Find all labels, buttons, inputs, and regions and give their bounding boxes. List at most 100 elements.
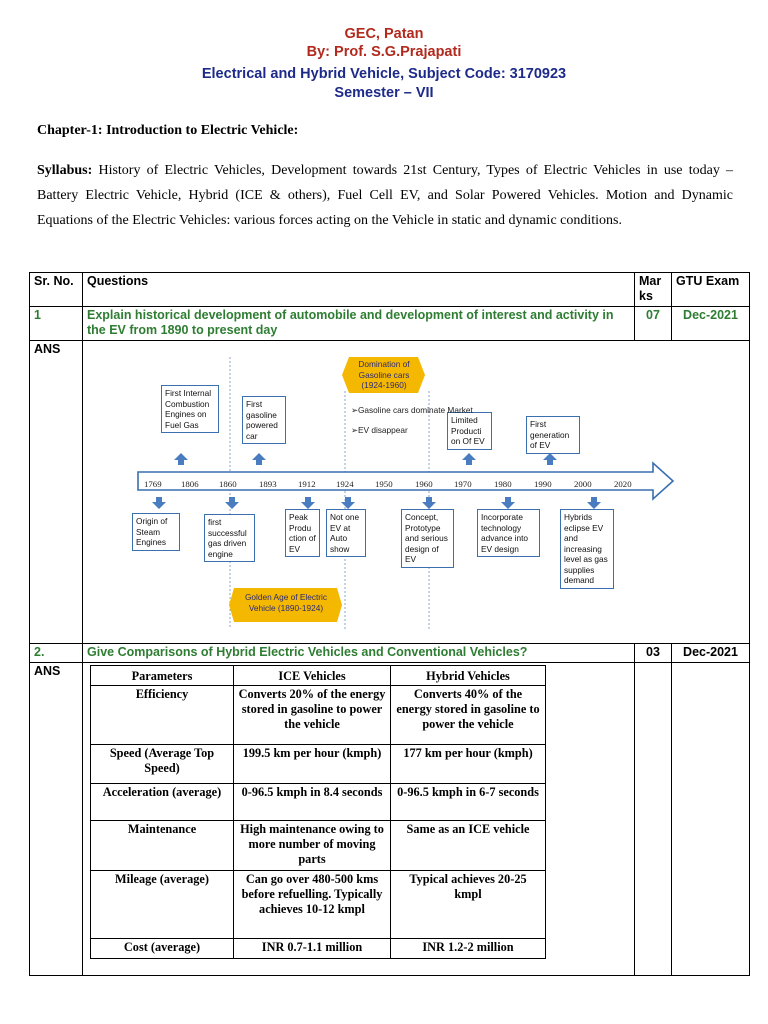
down-arrow-4 bbox=[341, 497, 355, 509]
year-label: 1924 bbox=[336, 479, 354, 489]
ev-history-timeline: 1769 1806 1860 1893 1912 1924 1950 1960 … bbox=[83, 341, 749, 639]
ice-cell: High maintenance owing to more number of… bbox=[233, 820, 391, 871]
year-label: 1990 bbox=[534, 479, 552, 489]
event-box-no-ev-auto-show: Not one EV at Auto show bbox=[326, 509, 366, 557]
up-arrow-1 bbox=[174, 453, 188, 465]
comparison-header-parameters: Parameters bbox=[90, 665, 234, 686]
timeline-cell: 1769 1806 1860 1893 1912 1924 1950 1960 … bbox=[82, 340, 750, 644]
ice-cell: Converts 20% of the energy stored in gas… bbox=[233, 685, 391, 745]
ans-label-2: ANS bbox=[29, 662, 83, 976]
chapter-title: Chapter-1: Introduction to Electric Vehi… bbox=[37, 123, 299, 138]
year-label: 1970 bbox=[454, 479, 472, 489]
answer-row-2: ANS Parameters ICE Vehicles Hybrid Vehic… bbox=[29, 662, 750, 976]
event-box-peak-production: Peak Produ ction of EV bbox=[285, 509, 320, 557]
comparison-table: Parameters ICE Vehicles Hybrid Vehicles … bbox=[90, 665, 546, 959]
year-label: 1769 bbox=[144, 479, 162, 489]
comparison-header-row: Parameters ICE Vehicles Hybrid Vehicles bbox=[90, 665, 546, 686]
up-arrow-3 bbox=[462, 453, 476, 465]
event-box-first-gasoline-car: First gasoline powered car bbox=[242, 396, 286, 444]
year-label: 1912 bbox=[298, 479, 316, 489]
ans-label-1: ANS bbox=[29, 340, 83, 644]
comparison-header-ice: ICE Vehicles bbox=[233, 665, 391, 686]
comparison-row-mileage: Mileage (average) Can go over 480-500 km… bbox=[90, 870, 546, 939]
domination-note-2: ➢EV disappear bbox=[351, 425, 408, 435]
hybrid-cell: Typical achieves 20-25 kmpl bbox=[390, 870, 546, 939]
subject-line: Electrical and Hybrid Vehicle, Subject C… bbox=[201, 66, 567, 82]
param-cell: Efficiency bbox=[90, 685, 234, 745]
param-cell: Cost (average) bbox=[90, 938, 234, 959]
semester-line: Semester – VII bbox=[334, 85, 434, 101]
down-arrow-5 bbox=[422, 497, 436, 509]
year-label: 2000 bbox=[574, 479, 592, 489]
event-box-limited-production: Limited Producti on Of EV bbox=[447, 412, 492, 450]
year-label: 1960 bbox=[415, 479, 433, 489]
hybrid-cell: Same as an ICE vehicle bbox=[390, 820, 546, 871]
year-label: 1980 bbox=[494, 479, 512, 489]
year-label: 1893 bbox=[259, 479, 277, 489]
comparison-row-acceleration: Acceleration (average) 0-96.5 kmph in 8.… bbox=[90, 783, 546, 821]
syllabus-text: History of Electric Vehicles, Developmen… bbox=[37, 163, 734, 228]
event-box-first-generation-ev: First generation of EV bbox=[526, 416, 580, 454]
down-arrow-3 bbox=[301, 497, 315, 509]
down-arrow-2 bbox=[225, 497, 239, 509]
golden-age-banner-shape bbox=[229, 588, 342, 622]
hybrid-cell: INR 1.2-2 million bbox=[390, 938, 546, 959]
event-box-hybrids-eclipse-ev: Hybrids eclipse EV and increasing level … bbox=[560, 509, 614, 589]
timeline-arrow bbox=[137, 461, 675, 501]
comparison-cell: Parameters ICE Vehicles Hybrid Vehicles … bbox=[82, 662, 635, 976]
param-cell: Mileage (average) bbox=[90, 870, 234, 939]
institute-name: GEC, Patan bbox=[344, 26, 424, 42]
year-label: 1806 bbox=[181, 479, 199, 489]
year-label: 1860 bbox=[219, 479, 237, 489]
q2-number: 2. bbox=[29, 643, 83, 663]
param-cell: Speed (Average Top Speed) bbox=[90, 744, 234, 784]
domination-banner-text: Domination of Gasoline cars (1924-1960) bbox=[358, 359, 410, 390]
year-label: 2020 bbox=[614, 479, 632, 489]
down-arrow-1 bbox=[152, 497, 166, 509]
domination-note-1: ➢Gasoline cars dominate Market bbox=[351, 405, 473, 415]
hybrid-cell: Converts 40% of the energy stored in gas… bbox=[390, 685, 546, 745]
param-cell: Acceleration (average) bbox=[90, 783, 234, 821]
event-box-first-ice: First Internal Combustion Engines on Fue… bbox=[161, 385, 219, 433]
header-sr-no: Sr. No. bbox=[29, 272, 83, 307]
param-cell: Maintenance bbox=[90, 820, 234, 871]
up-arrow-2 bbox=[252, 453, 266, 465]
comparison-row-cost: Cost (average) INR 0.7-1.1 million INR 1… bbox=[90, 938, 546, 959]
q2-text: Give Comparisons of Hybrid Electric Vehi… bbox=[82, 643, 635, 663]
up-arrow-4 bbox=[543, 453, 557, 465]
q1-exam: Dec-2021 bbox=[671, 306, 750, 341]
header-marks: Mar ks bbox=[634, 272, 672, 307]
q2-exam-empty bbox=[671, 662, 750, 976]
ice-cell: 199.5 km per hour (kmph) bbox=[233, 744, 391, 784]
comparison-row-maintenance: Maintenance High maintenance owing to mo… bbox=[90, 820, 546, 871]
q1-marks: 07 bbox=[634, 306, 672, 341]
author-line: By: Prof. S.G.Prajapati bbox=[306, 44, 462, 60]
comparison-row-efficiency: Efficiency Converts 20% of the energy st… bbox=[90, 685, 546, 745]
event-box-gas-driven-engine: first successful gas driven engine bbox=[204, 514, 255, 562]
event-box-concept-prototype: Concept, Prototype and serious design of… bbox=[401, 509, 454, 568]
syllabus-label: Syllabus: bbox=[37, 163, 93, 178]
q1-text: Explain historical development of automo… bbox=[82, 306, 635, 341]
down-arrows bbox=[152, 497, 601, 509]
up-arrows bbox=[174, 453, 557, 465]
answer-row-1: ANS bbox=[29, 340, 750, 644]
event-box-incorporate-technology: Incorporate technology advance into EV d… bbox=[477, 509, 540, 557]
event-box-steam-engines: Origin of Steam Engines bbox=[132, 513, 180, 551]
comparison-header-hybrid: Hybrid Vehicles bbox=[390, 665, 546, 686]
q2-exam: Dec-2021 bbox=[671, 643, 750, 663]
domination-banner-shape bbox=[342, 357, 425, 393]
question-row-1: 1 Explain historical development of auto… bbox=[29, 306, 750, 341]
questions-table: Sr. No. Questions Mar ks GTU Exam 1 Expl… bbox=[29, 272, 750, 976]
header-gtu-exam: GTU Exam bbox=[671, 272, 750, 307]
header-questions: Questions bbox=[82, 272, 635, 307]
ice-cell: Can go over 480-500 kms before refuellin… bbox=[233, 870, 391, 939]
ice-cell: INR 0.7-1.1 million bbox=[233, 938, 391, 959]
comparison-row-speed: Speed (Average Top Speed) 199.5 km per h… bbox=[90, 744, 546, 784]
year-label: 1950 bbox=[375, 479, 393, 489]
down-arrow-6 bbox=[501, 497, 515, 509]
q2-marks-empty bbox=[634, 662, 672, 976]
q2-marks: 03 bbox=[634, 643, 672, 663]
table-header-row: Sr. No. Questions Mar ks GTU Exam bbox=[29, 272, 750, 307]
timeline-graphics bbox=[137, 357, 675, 629]
down-arrow-7 bbox=[587, 497, 601, 509]
